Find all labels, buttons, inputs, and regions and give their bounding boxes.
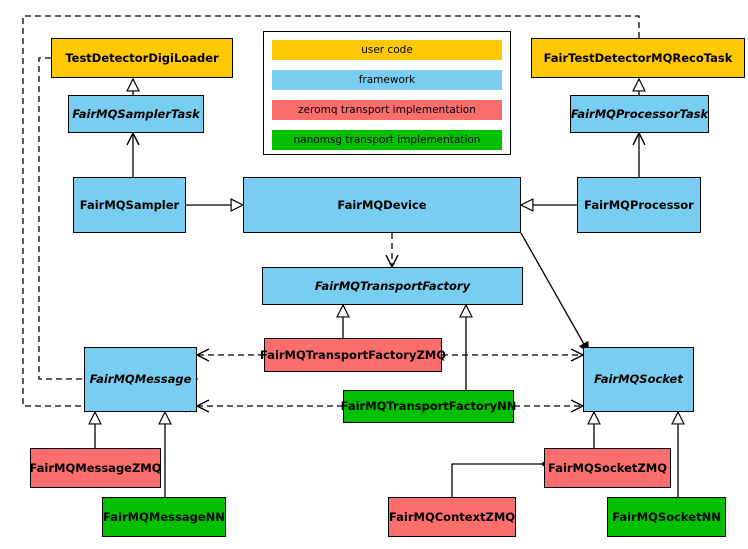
legend-item-nanomsg: nanomsg transport implementation [272,130,502,150]
class-box-fairmq-socket-zmq[interactable]: FairMQSocketZMQ [544,448,671,488]
class-box-fairmq-socket[interactable]: FairMQSocket [583,347,694,412]
class-box-fairmq-processor[interactable]: FairMQProcessor [577,177,701,233]
class-label-fairmq-sampler-task: FairMQSamplerTask [72,106,200,121]
class-box-test-detector-digi-loader[interactable]: TestDetectorDigiLoader [51,38,233,78]
class-box-fairmq-transport-factory[interactable]: FairMQTransportFactory [262,267,523,305]
class-label-fairmq-transport-factory: FairMQTransportFactory [314,278,471,293]
class-label-fairmq-socket-zmq: FairMQSocketZMQ [548,460,667,475]
class-box-fairmq-message[interactable]: FairMQMessage [84,347,197,412]
legend-item-framework: framework [272,70,502,90]
legend-panel: user code framework zeromq transport imp… [263,31,511,155]
class-label-fairmq-socket: FairMQSocket [594,372,683,387]
class-box-fairmq-device[interactable]: FairMQDevice [243,177,521,233]
class-box-fairmq-message-zmq[interactable]: FairMQMessageZMQ [29,448,162,488]
legend-item-user-code: user code [272,40,502,60]
class-label-fairmq-socket-nn: FairMQSocketNN [612,509,721,524]
legend-label-nanomsg: nanomsg transport implementation [293,134,481,146]
legend-item-zeromq: zeromq transport implementation [272,100,502,120]
class-label-fairmq-sampler: FairMQSampler [79,197,180,212]
class-box-fairmq-message-nn[interactable]: FairMQMessageNN [102,497,226,537]
class-box-fairmq-transport-factory-nn[interactable]: FairMQTransportFactoryNN [340,390,517,423]
class-label-test-detector-digi-loader: TestDetectorDigiLoader [65,50,219,65]
legend-label-user-code: user code [361,44,413,56]
legend-label-zeromq: zeromq transport implementation [298,104,476,116]
class-label-fairmq-transport-factory-nn: FairMQTransportFactoryNN [340,399,517,414]
class-box-fairmq-socket-nn[interactable]: FairMQSocketNN [607,497,726,537]
class-label-fairmq-processor-task: FairMQProcessorTask [570,106,709,121]
class-label-fairmq-context-zmq: FairMQContextZMQ [388,509,516,524]
legend-label-framework: framework [358,74,416,86]
class-label-fairmq-message: FairMQMessage [89,372,192,387]
class-label-fairmq-device: FairMQDevice [337,197,427,212]
class-box-fairmq-context-zmq[interactable]: FairMQContextZMQ [388,497,516,537]
class-label-fairmq-message-zmq: FairMQMessageZMQ [29,460,162,475]
class-label-fairmq-transport-factory-zmq: FairMQTransportFactoryZMQ [260,347,447,362]
class-label-fair-test-detector-mq-reco-task: FairTestDetectorMQRecoTask [543,50,733,65]
class-box-fairmq-processor-task[interactable]: FairMQProcessorTask [570,95,709,133]
class-box-fairmq-sampler[interactable]: FairMQSampler [73,177,186,233]
class-label-fairmq-processor: FairMQProcessor [584,197,694,212]
class-box-fair-test-detector-mq-reco-task[interactable]: FairTestDetectorMQRecoTask [531,38,745,78]
class-box-fairmq-sampler-task[interactable]: FairMQSamplerTask [68,95,204,133]
class-box-fairmq-transport-factory-zmq[interactable]: FairMQTransportFactoryZMQ [260,338,446,372]
class-label-fairmq-message-nn: FairMQMessageNN [103,509,225,524]
